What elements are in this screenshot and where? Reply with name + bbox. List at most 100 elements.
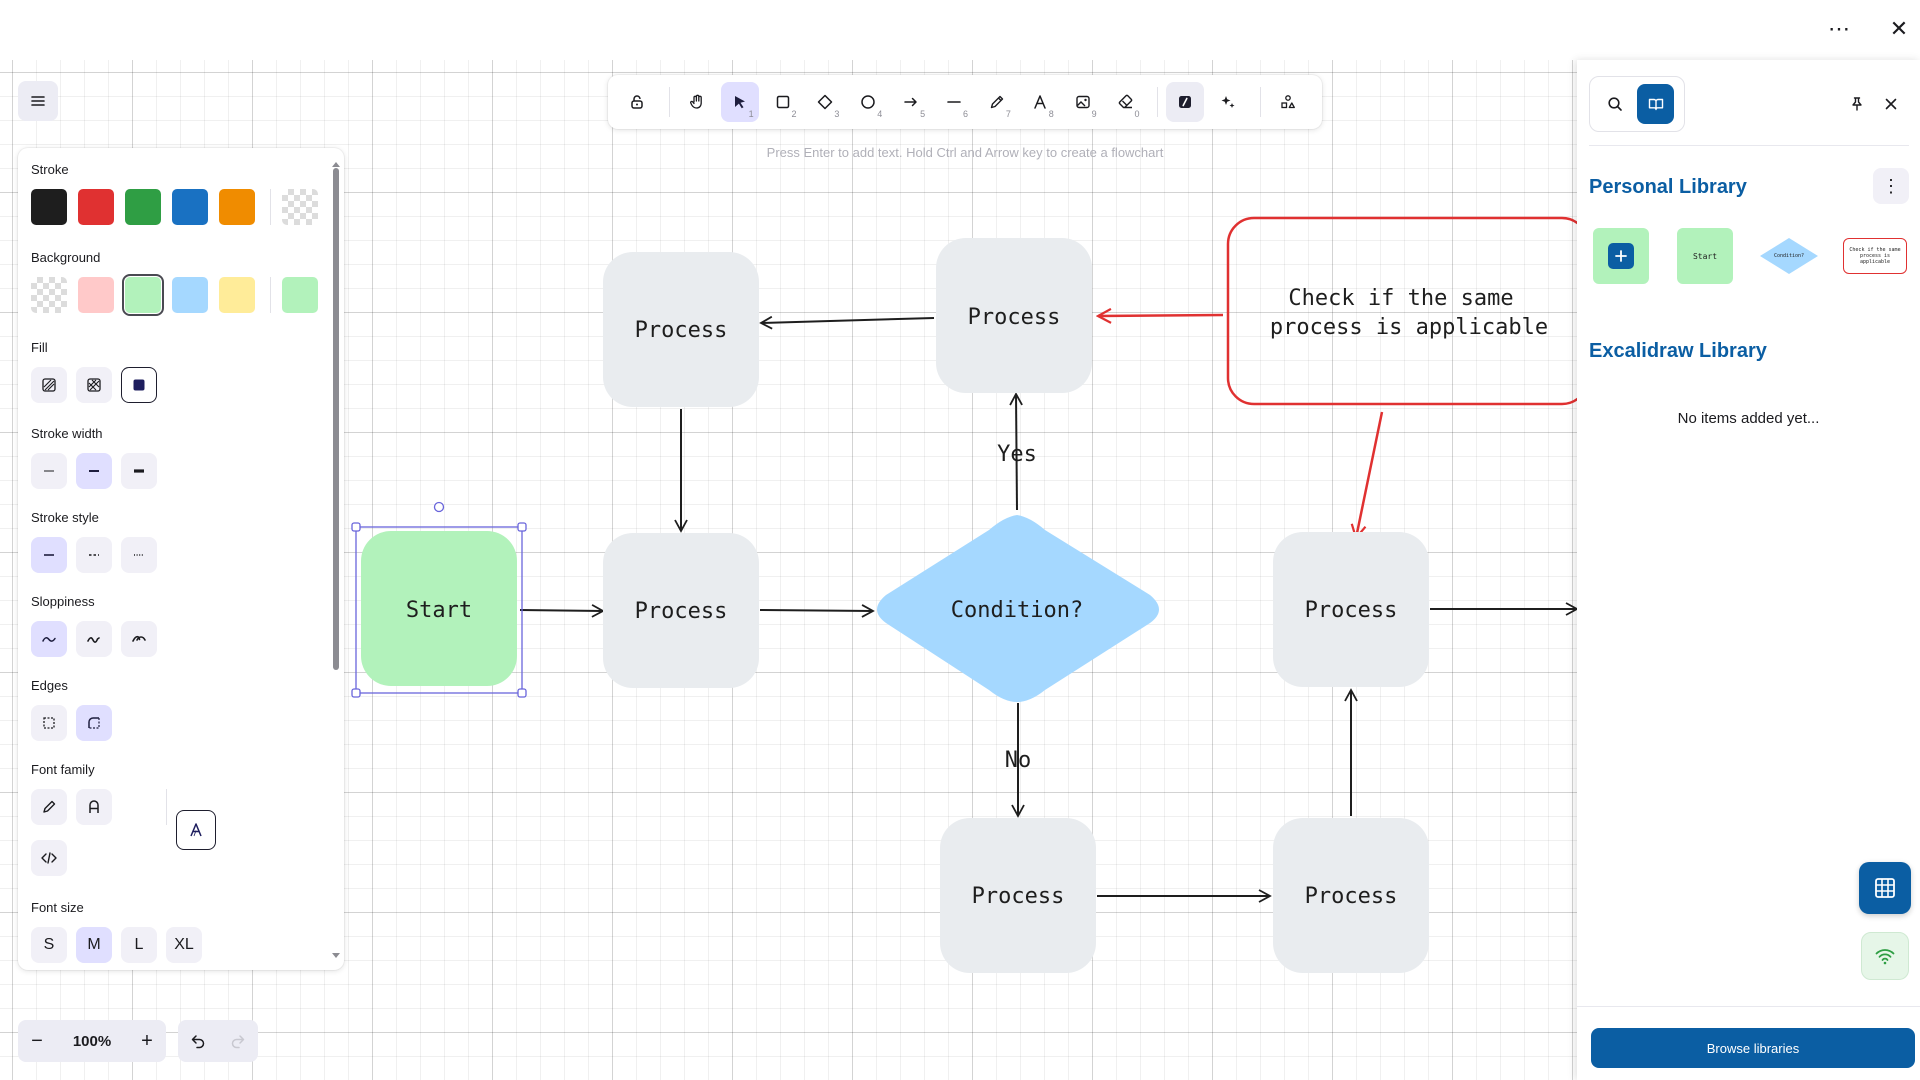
- background-color-pink[interactable]: [78, 277, 114, 313]
- zoom-in-button[interactable]: +: [141, 1029, 153, 1052]
- tool-lock[interactable]: [618, 82, 656, 122]
- stroke-style-dotted[interactable]: [121, 537, 157, 573]
- stroke-color-red[interactable]: [78, 189, 114, 225]
- properties-scrollbar[interactable]: [332, 160, 340, 960]
- background-color-yellow[interactable]: [219, 277, 255, 313]
- arrow-process-to-condition[interactable]: [759, 604, 875, 618]
- tool-arrow[interactable]: 5: [892, 82, 930, 122]
- tool-shortcut-key: 4: [877, 109, 883, 119]
- process-node-top-mid[interactable]: [936, 238, 1092, 393]
- process-node-bottom-right[interactable]: [1273, 818, 1429, 973]
- process-node-mid-left[interactable]: [603, 533, 759, 688]
- stroke-style-dashed[interactable]: [76, 537, 112, 573]
- undo-button[interactable]: [178, 1020, 218, 1062]
- sloppiness-architect[interactable]: [31, 621, 67, 657]
- condition-node[interactable]: [877, 515, 1159, 702]
- scrollbar-thumb[interactable]: [333, 168, 339, 670]
- arrow-condition-yes[interactable]: [1009, 392, 1023, 511]
- library-menu-button[interactable]: ⋮: [1873, 168, 1909, 204]
- architect-icon: [42, 637, 56, 642]
- tab-library[interactable]: [1637, 84, 1674, 124]
- close-window-icon[interactable]: ✕: [1889, 16, 1909, 41]
- more-options-icon[interactable]: ⋯: [1828, 16, 1850, 41]
- font-hand-drawn[interactable]: [31, 789, 67, 825]
- tool-ai[interactable]: [1209, 82, 1247, 122]
- background-color-current[interactable]: [282, 277, 318, 313]
- stroke-style-solid[interactable]: [31, 537, 67, 573]
- fill-cross-hatch-button[interactable]: [76, 367, 112, 403]
- canvas-hint: Press Enter to add text. Hold Ctrl and A…: [766, 145, 1164, 160]
- browse-libraries-button[interactable]: Browse libraries: [1591, 1028, 1915, 1068]
- font-current[interactable]: [176, 810, 216, 850]
- process-bottom-right-label: Process: [1305, 884, 1398, 909]
- tool-extra-shapes[interactable]: [1269, 82, 1307, 122]
- tool-selection[interactable]: 1: [720, 82, 759, 122]
- font-size-xl[interactable]: XL: [166, 927, 202, 963]
- library-item-condition[interactable]: Condition?: [1757, 228, 1821, 284]
- hamburger-icon: [31, 96, 45, 106]
- font-size-s[interactable]: S: [31, 927, 67, 963]
- main-menu-button[interactable]: [18, 81, 58, 121]
- tool-ellipse[interactable]: 4: [849, 82, 887, 122]
- sloppiness-artist[interactable]: [76, 621, 112, 657]
- diamond-icon: [818, 94, 833, 110]
- stroke-color-black[interactable]: [31, 189, 67, 225]
- redo-button[interactable]: [218, 1020, 258, 1062]
- arrow-start-to-process[interactable]: [519, 604, 605, 618]
- font-code[interactable]: [31, 840, 67, 876]
- arrow-process-topmid-to-topleft[interactable]: [759, 315, 935, 330]
- edges-round[interactable]: [76, 705, 112, 741]
- arrow-note-to-process[interactable]: [1098, 315, 1224, 316]
- stroke-width-thin[interactable]: [31, 453, 67, 489]
- library-grid-button[interactable]: [1859, 862, 1911, 914]
- edges-sharp[interactable]: [31, 705, 67, 741]
- solid-line-icon: [44, 554, 54, 556]
- stroke-color-orange[interactable]: [219, 189, 255, 225]
- stroke-width-extra-bold[interactable]: [121, 453, 157, 489]
- process-node-top-left[interactable]: [603, 252, 759, 407]
- library-item-note[interactable]: Check if the same process is applicable: [1843, 238, 1907, 274]
- tool-shortcut-key: 5: [920, 109, 926, 119]
- thin-line-icon: [44, 470, 54, 472]
- library-item-condition-label: Condition?: [1773, 253, 1805, 259]
- tool-line[interactable]: 6: [935, 82, 973, 122]
- stroke-color-green[interactable]: [125, 189, 161, 225]
- font-size-l[interactable]: L: [121, 927, 157, 963]
- tool-frame[interactable]: [1166, 82, 1205, 122]
- stroke-color-current[interactable]: [282, 189, 318, 225]
- font-normal[interactable]: [76, 789, 112, 825]
- background-color-blue[interactable]: [172, 277, 208, 313]
- scroll-down-icon[interactable]: [332, 952, 340, 960]
- process-node-right[interactable]: [1273, 532, 1429, 687]
- library-add-item[interactable]: [1593, 228, 1649, 284]
- tool-rectangle[interactable]: 2: [764, 82, 802, 122]
- tool-text[interactable]: 8: [1021, 82, 1059, 122]
- font-size-m[interactable]: M: [76, 927, 112, 963]
- scroll-up-icon[interactable]: [332, 160, 340, 168]
- note-box[interactable]: [1226, 216, 1577, 406]
- fill-hachure-button[interactable]: [31, 367, 67, 403]
- tab-search[interactable]: [1596, 84, 1633, 124]
- sloppiness-cartoonist[interactable]: [121, 621, 157, 657]
- process-node-bottom-mid[interactable]: [940, 818, 1096, 973]
- pin-sidebar-button[interactable]: [1841, 88, 1873, 120]
- zoom-level[interactable]: 100%: [72, 1032, 112, 1050]
- start-node[interactable]: [361, 531, 517, 686]
- excalidraw-library-heading: Excalidraw Library: [1589, 340, 1767, 362]
- arrow-note-down[interactable]: [1356, 411, 1384, 538]
- background-color-transparent[interactable]: [31, 277, 67, 313]
- tool-draw[interactable]: 7: [978, 82, 1016, 122]
- tool-image[interactable]: 9: [1064, 82, 1102, 122]
- stroke-color-blue[interactable]: [172, 189, 208, 225]
- background-color-green[interactable]: [122, 274, 164, 316]
- fill-solid-button[interactable]: [121, 367, 157, 403]
- tool-eraser[interactable]: 0: [1107, 82, 1145, 122]
- library-item-start[interactable]: Start: [1677, 228, 1733, 284]
- collaboration-status-button[interactable]: [1861, 932, 1909, 980]
- zoom-out-button[interactable]: −: [31, 1029, 43, 1052]
- stroke-width-bold[interactable]: [76, 453, 112, 489]
- pin-icon: [1852, 97, 1862, 111]
- tool-diamond[interactable]: 3: [806, 82, 844, 122]
- close-sidebar-button[interactable]: [1875, 88, 1907, 120]
- tool-hand[interactable]: [678, 82, 716, 122]
